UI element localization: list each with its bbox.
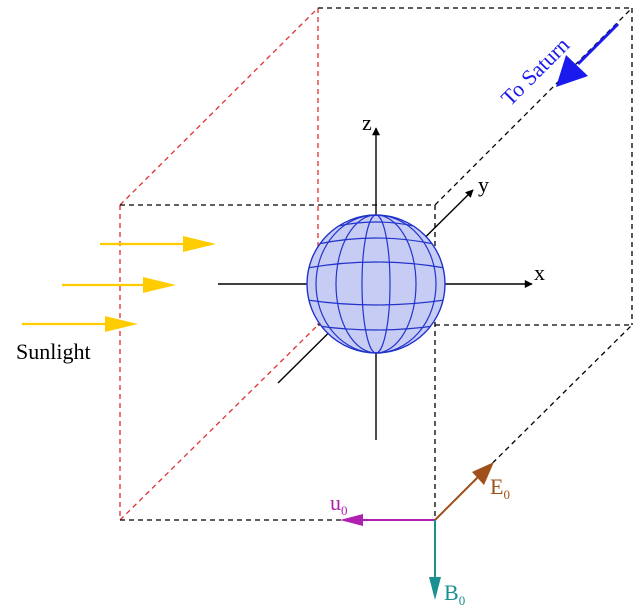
axis-x-label: x — [534, 260, 545, 285]
u0-subscript: 0 — [341, 503, 348, 518]
e0-subscript: 0 — [503, 487, 510, 502]
red-dashed-edges — [119, 7, 319, 521]
b0-vector — [429, 520, 441, 600]
u0-label: u0 — [330, 490, 348, 518]
e0-label: E0 — [490, 474, 510, 502]
b0-label: B0 — [444, 580, 465, 608]
e0-vector — [434, 462, 494, 521]
axis-z-label: z — [362, 110, 372, 135]
sunlight-arrows — [22, 236, 216, 332]
u0-vector — [340, 514, 435, 526]
planet-sphere — [306, 214, 446, 354]
saturn-arrow — [556, 22, 620, 87]
b0-subscript: 0 — [459, 593, 466, 608]
axis-y-label: y — [478, 172, 489, 197]
sunlight-label: Sunlight — [16, 339, 91, 364]
